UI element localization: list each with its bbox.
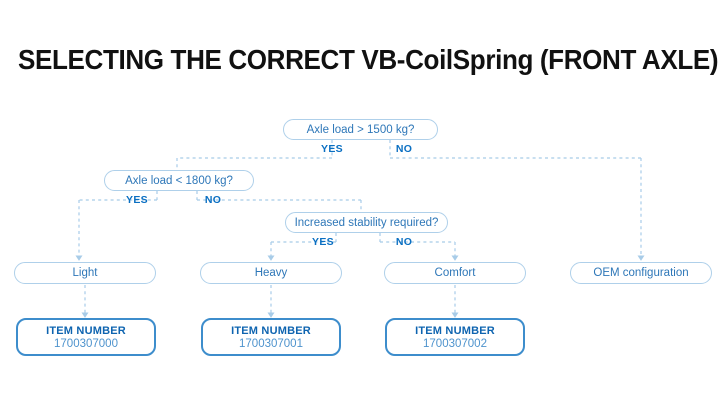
branch-label-d2-yes: YES bbox=[126, 194, 148, 206]
result-light-label: Light bbox=[72, 267, 98, 279]
item-number-light[interactable]: ITEM NUMBER 1700307000 bbox=[16, 318, 156, 356]
result-oem-configuration[interactable]: OEM configuration bbox=[570, 262, 712, 284]
item-number-heavy[interactable]: ITEM NUMBER 1700307001 bbox=[201, 318, 341, 356]
branch-label-d3-no: NO bbox=[395, 236, 413, 248]
result-comfort-label: Comfort bbox=[434, 267, 476, 279]
item-number-comfort-value: 1700307002 bbox=[423, 337, 487, 350]
item-number-light-title: ITEM NUMBER bbox=[46, 324, 126, 337]
decision-increased-stability[interactable]: Increased stability required? bbox=[285, 212, 448, 233]
branch-label-d3-yes: YES bbox=[312, 236, 334, 248]
result-heavy-label: Heavy bbox=[254, 267, 288, 279]
result-oem-configuration-label: OEM configuration bbox=[593, 267, 689, 279]
item-number-light-value: 1700307000 bbox=[54, 337, 118, 350]
branch-label-d2-no: NO bbox=[204, 194, 222, 206]
item-number-heavy-value: 1700307001 bbox=[239, 337, 303, 350]
decision-increased-stability-label: Increased stability required? bbox=[294, 216, 439, 229]
page-title: SELECTING THE CORRECT VB-CoilSpring (FRO… bbox=[18, 44, 719, 75]
result-light[interactable]: Light bbox=[14, 262, 156, 284]
item-number-heavy-title: ITEM NUMBER bbox=[231, 324, 311, 337]
result-comfort[interactable]: Comfort bbox=[384, 262, 526, 284]
decision-axle-load-1500[interactable]: Axle load > 1500 kg? bbox=[283, 119, 438, 140]
result-heavy[interactable]: Heavy bbox=[200, 262, 342, 284]
decision-axle-load-1500-label: Axle load > 1500 kg? bbox=[306, 123, 415, 136]
decision-axle-load-1800[interactable]: Axle load < 1800 kg? bbox=[104, 170, 254, 191]
item-number-comfort-title: ITEM NUMBER bbox=[415, 324, 495, 337]
branch-label-d1-yes: YES bbox=[321, 143, 343, 155]
item-number-comfort[interactable]: ITEM NUMBER 1700307002 bbox=[385, 318, 525, 356]
branch-label-d1-no: NO bbox=[395, 143, 413, 155]
decision-axle-load-1800-label: Axle load < 1800 kg? bbox=[125, 174, 233, 187]
